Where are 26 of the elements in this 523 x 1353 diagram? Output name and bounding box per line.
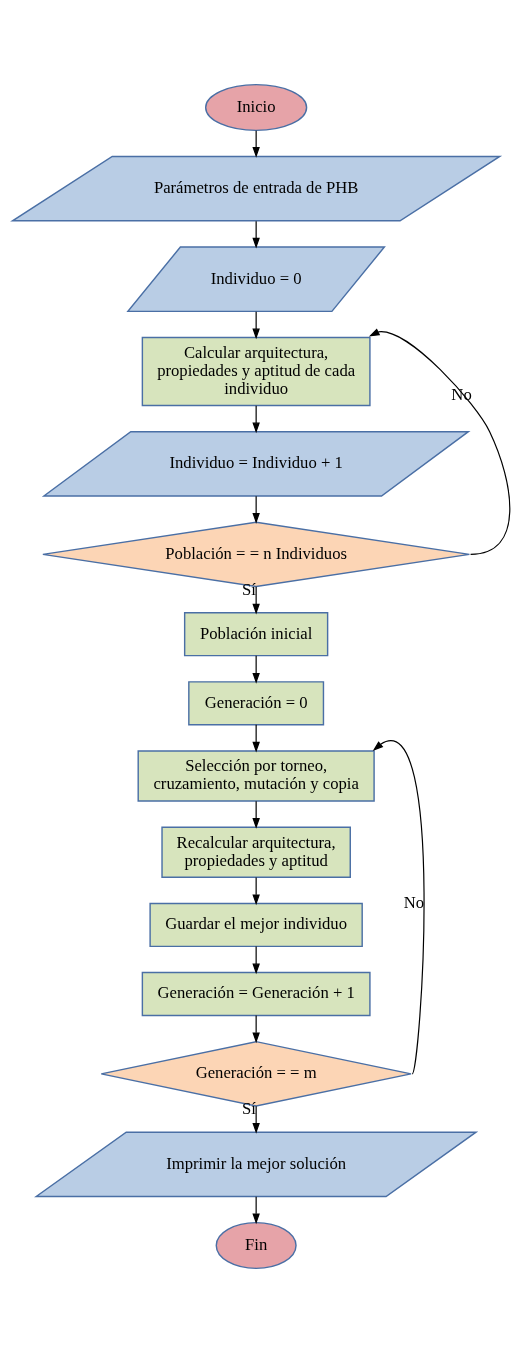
arrow bbox=[252, 130, 260, 158]
node-box: Generación = Generación + 1 bbox=[141, 971, 371, 1017]
arrow bbox=[252, 724, 260, 753]
arrow bbox=[252, 945, 260, 975]
arrow bbox=[252, 495, 260, 524]
arrow bbox=[252, 1014, 260, 1044]
arrow bbox=[252, 405, 260, 434]
node-box: Guardar el mejor individuo bbox=[149, 902, 363, 948]
node-ellipse: Inicio bbox=[204, 83, 308, 132]
arrow bbox=[252, 586, 260, 615]
arrow bbox=[252, 220, 260, 249]
arrow bbox=[372, 740, 425, 1075]
arrow bbox=[252, 1105, 260, 1134]
node-box: Recalcular arquitectura, propiedades y aptitud bbox=[161, 826, 351, 878]
arrow bbox=[252, 877, 260, 906]
arrow bbox=[252, 655, 260, 684]
arrow bbox=[252, 311, 260, 340]
node-box: Calcular arquitectura, propiedades y aptitud de cada individuo bbox=[141, 336, 371, 407]
edge-label: No bbox=[403, 892, 425, 912]
arrow bbox=[368, 328, 511, 555]
node-box: Población inicial bbox=[183, 612, 329, 657]
arrow bbox=[252, 800, 260, 829]
arrow bbox=[252, 1196, 260, 1225]
node-box: Selección por torneo, cruzamiento, mutación y copia bbox=[137, 750, 375, 802]
node-box: Generación = 0 bbox=[188, 681, 325, 726]
node-ellipse: Fin bbox=[215, 1221, 297, 1270]
